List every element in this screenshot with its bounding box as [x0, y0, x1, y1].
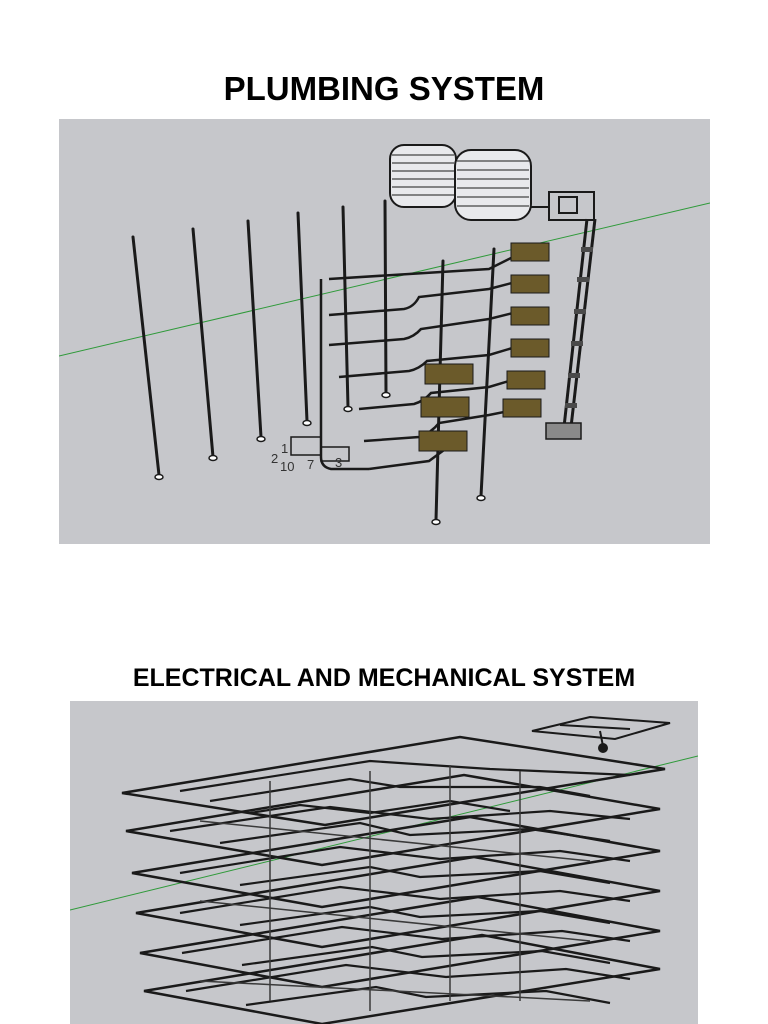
section-title-electrical-mechanical: ELECTRICAL AND MECHANICAL SYSTEM — [132, 664, 636, 692]
water-tank-right — [454, 149, 532, 221]
section-title-plumbing: PLUMBING SYSTEM — [223, 70, 545, 107]
svg-text:2: 2 — [271, 451, 278, 466]
dimension-annotation: 2 1 10 7 3 — [271, 441, 342, 474]
svg-text:1: 1 — [281, 441, 288, 456]
svg-text:10: 10 — [280, 459, 294, 474]
wiring-secondary — [199, 765, 591, 1011]
riser-fittings — [565, 247, 593, 408]
vertical-pipes — [131, 199, 496, 522]
electrical-mechanical-render — [70, 701, 698, 1024]
svg-text:3: 3 — [335, 455, 342, 470]
wiring-layouts — [169, 759, 631, 1007]
roof-plate — [531, 715, 671, 753]
water-tank-left — [389, 144, 457, 208]
ground-equipment — [290, 436, 350, 462]
fixture-clusters — [418, 242, 550, 452]
plumbing-system-render: 2 1 10 7 3 — [59, 119, 710, 544]
riser-stack — [562, 218, 597, 428]
pump-unit — [531, 191, 595, 221]
svg-text:7: 7 — [307, 457, 314, 472]
pipe-bases — [154, 391, 486, 526]
riser-base-unit — [545, 422, 582, 440]
